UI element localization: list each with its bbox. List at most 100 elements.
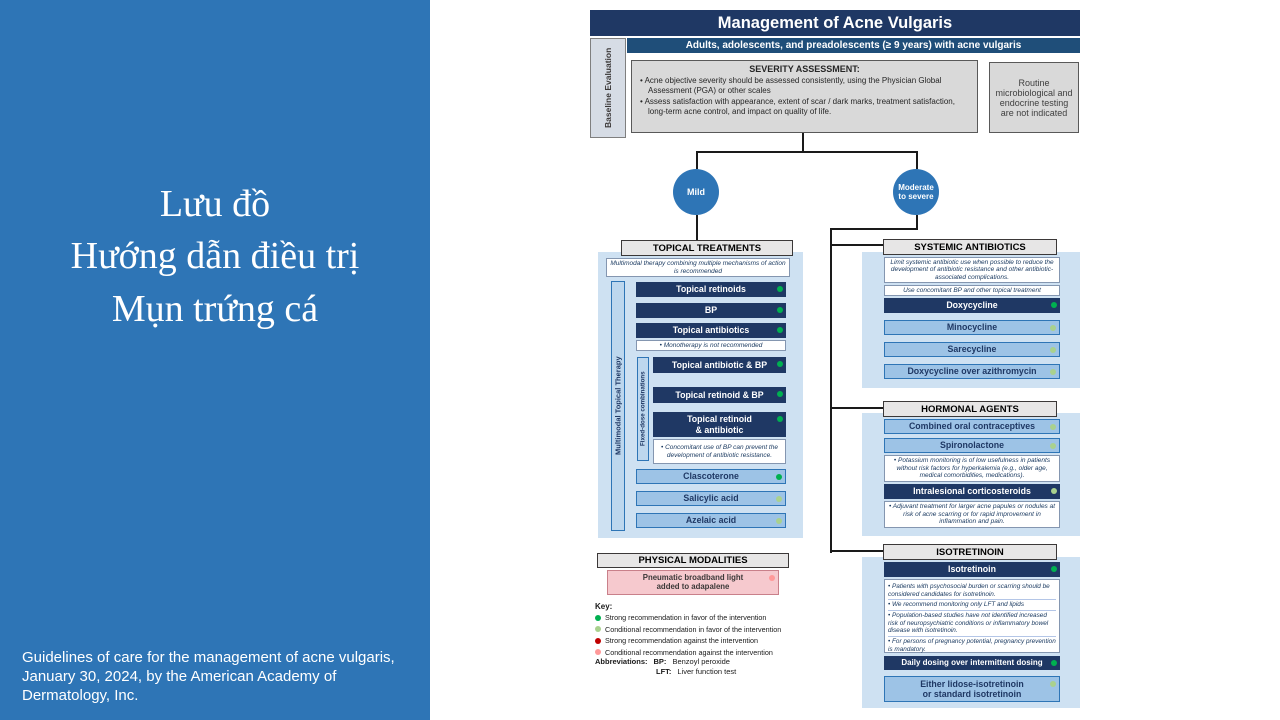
severity-assessment-heading: SEVERITY ASSESSMENT: (749, 64, 860, 74)
treatment-label: Intralesional corticosteroids (913, 486, 1031, 497)
treatment-pneumatic-broadband-light: Pneumatic broadband light added to adapa… (607, 570, 779, 595)
abbreviations-label: Abbreviations: (595, 657, 648, 666)
treatment-salicylic-acid: Salicylic acid (636, 491, 786, 506)
section-header-hormonal-agents: HORMONAL AGENTS (883, 401, 1057, 417)
treatment-label: Minocycline (946, 322, 998, 333)
slide-title-line-2: Hướng dẫn điều trị (70, 235, 360, 278)
treatment-clascoterone: Clascoterone (636, 469, 786, 484)
treatment-topical-retinoid-antibiotic: Topical retinoid & antibiotic (653, 412, 786, 437)
connector-line (696, 215, 698, 241)
treatment-label: Daily dosing over intermittent dosing (901, 658, 1043, 668)
treatment-label: Sarecycline (947, 344, 997, 355)
recommendation-dot (1051, 488, 1057, 494)
fixed-dose-combinations-label: Fixed-dose combinations (637, 357, 649, 461)
legend-entry: Conditional recommendation against the i… (595, 648, 810, 657)
abbreviation-key: LFT: (656, 667, 672, 676)
recommendation-dot (777, 361, 783, 367)
legend-entry: Strong recommendation in favor of the in… (595, 613, 810, 622)
slide-title-line-3: Mụn trứng cá (111, 287, 319, 330)
legend-entry-label: Strong recommendation against the interv… (605, 636, 759, 645)
treatment-topical-retinoids: Topical retinoids (636, 282, 786, 297)
isotretinoin-note-3: • Population-based studies have not iden… (888, 610, 1056, 636)
recommendation-dot (769, 575, 775, 581)
baseline-evaluation-label: Baseline Evaluation (590, 38, 626, 138)
legend-entry: Conditional recommendation in favor of t… (595, 625, 810, 634)
population-subtitle-bar: Adults, adolescents, and preadolescents … (627, 38, 1080, 53)
treatment-combined-oral-contraceptives: Combined oral contraceptives (884, 419, 1060, 434)
legend-heading: Key: (595, 602, 613, 611)
conditional-against-dot (595, 649, 601, 655)
recommendation-dot (777, 391, 783, 397)
moderate-severe-branch-circle: Moderate to severe (893, 169, 939, 215)
recommendation-dot (1050, 681, 1056, 687)
treatment-label: Doxycycline over azithromycin (907, 366, 1037, 377)
treatment-lidose-or-standard-isotretinoin: Either lidose-isotretinoin or standard i… (884, 676, 1060, 702)
treatment-label: Doxycycline (946, 300, 998, 311)
recommendation-dot (1050, 347, 1056, 353)
recommendation-dot (776, 518, 782, 524)
recommendation-dot (777, 286, 783, 292)
legend-entry-label: Strong recommendation in favor of the in… (605, 613, 767, 622)
topical-intro-note: Multimodal therapy combining multiple me… (606, 258, 790, 277)
multimodal-topical-therapy-label: Multimodal Topical Therapy (611, 281, 625, 531)
treatment-label: Topical retinoids (676, 284, 746, 295)
treatment-label: Topical antibiotic & BP (671, 359, 768, 370)
treatment-doxycycline: Doxycycline (884, 298, 1060, 313)
recommendation-dot (776, 496, 782, 502)
recommendation-dot (1051, 302, 1057, 308)
abbreviation-key: BP: (653, 657, 667, 666)
abbreviation-value: Liver function test (677, 667, 737, 676)
mild-branch-circle: Mild (673, 169, 719, 215)
connector-line (832, 244, 884, 246)
treatment-label: Isotretinoin (948, 564, 996, 575)
treatment-daily-dosing: Daily dosing over intermittent dosing (884, 656, 1060, 670)
isotretinoin-note-1: • Patients with psychosocial burden or s… (888, 583, 1050, 598)
section-header-systemic-antibiotics: SYSTEMIC ANTIBIOTICS (883, 239, 1057, 255)
recommendation-dot (1050, 443, 1056, 449)
potassium-monitoring-note: • Potassium monitoring is of low usefuln… (884, 455, 1060, 482)
recommendation-dot (777, 416, 783, 422)
connector-line (696, 151, 698, 169)
recommendation-dot (1051, 660, 1057, 666)
recommendation-dot (777, 327, 783, 333)
isotretinoin-notes: • Patients with psychosocial burden or s… (884, 579, 1060, 653)
slide-title: Lưu đồ Hướng dẫn điều trị Mụn trứng cá (0, 178, 430, 335)
treatment-bp: BP (636, 303, 786, 318)
concomitant-topical-note: Use concomitant BP and other topical tre… (884, 285, 1060, 296)
treatment-intralesional-corticosteroids: Intralesional corticosteroids (884, 484, 1060, 499)
recommendation-dot (1050, 325, 1056, 331)
left-title-panel: Lưu đồ Hướng dẫn điều trị Mụn trứng cá G… (0, 0, 430, 720)
severity-bullet-2: • Assess satisfaction with appearance, e… (640, 96, 955, 117)
treatment-spironolactone: Spironolactone (884, 438, 1060, 453)
treatment-doxycycline-over-azithromycin: Doxycycline over azithromycin (884, 364, 1060, 379)
section-header-physical-modalities: PHYSICAL MODALITIES (597, 553, 789, 568)
treatment-label: Clascoterone (683, 471, 739, 482)
treatment-label: Spironolactone (939, 440, 1005, 451)
connector-line (916, 215, 918, 230)
abbreviation-indent (595, 667, 650, 676)
legend-entry-label: Conditional recommendation in favor of t… (605, 624, 782, 634)
severity-assessment-box: SEVERITY ASSESSMENT: • Acne objective se… (631, 60, 978, 133)
concomitant-bp-note: • Concomitant use of BP can prevent the … (653, 439, 786, 464)
connector-line (832, 407, 884, 409)
treatment-label: BP (704, 305, 718, 316)
treatment-azelaic-acid: Azelaic acid (636, 513, 786, 528)
strong-for-dot (595, 614, 601, 621)
abbreviations: Abbreviations: BP: Benzoyl peroxide LFT:… (595, 657, 825, 677)
treatment-minocycline: Minocycline (884, 320, 1060, 335)
treatment-topical-antibiotics: Topical antibiotics (636, 323, 786, 338)
isotretinoin-note-4: • For persons of pregnancy potential, pr… (888, 636, 1056, 653)
legend: Key: Strong recommendation in favor of t… (595, 602, 810, 659)
connector-line (832, 550, 884, 552)
conditional-for-dot (595, 626, 601, 632)
monotherapy-note: • Monotherapy is not recommended (636, 340, 786, 351)
citation-text: Guidelines of care for the management of… (22, 649, 395, 704)
recommendation-dot (1051, 566, 1057, 572)
severity-bullet-1: • Acne objective severity should be asse… (640, 76, 942, 96)
treatment-topical-antibiotic-bp: Topical antibiotic & BP (653, 357, 786, 373)
treatment-label: Topical retinoid & antibiotic (687, 414, 752, 435)
treatment-label: Topical antibiotics (672, 325, 750, 336)
treatment-label: Salicylic acid (683, 493, 739, 504)
section-header-isotretinoin: ISOTRETINOIN (883, 544, 1057, 560)
